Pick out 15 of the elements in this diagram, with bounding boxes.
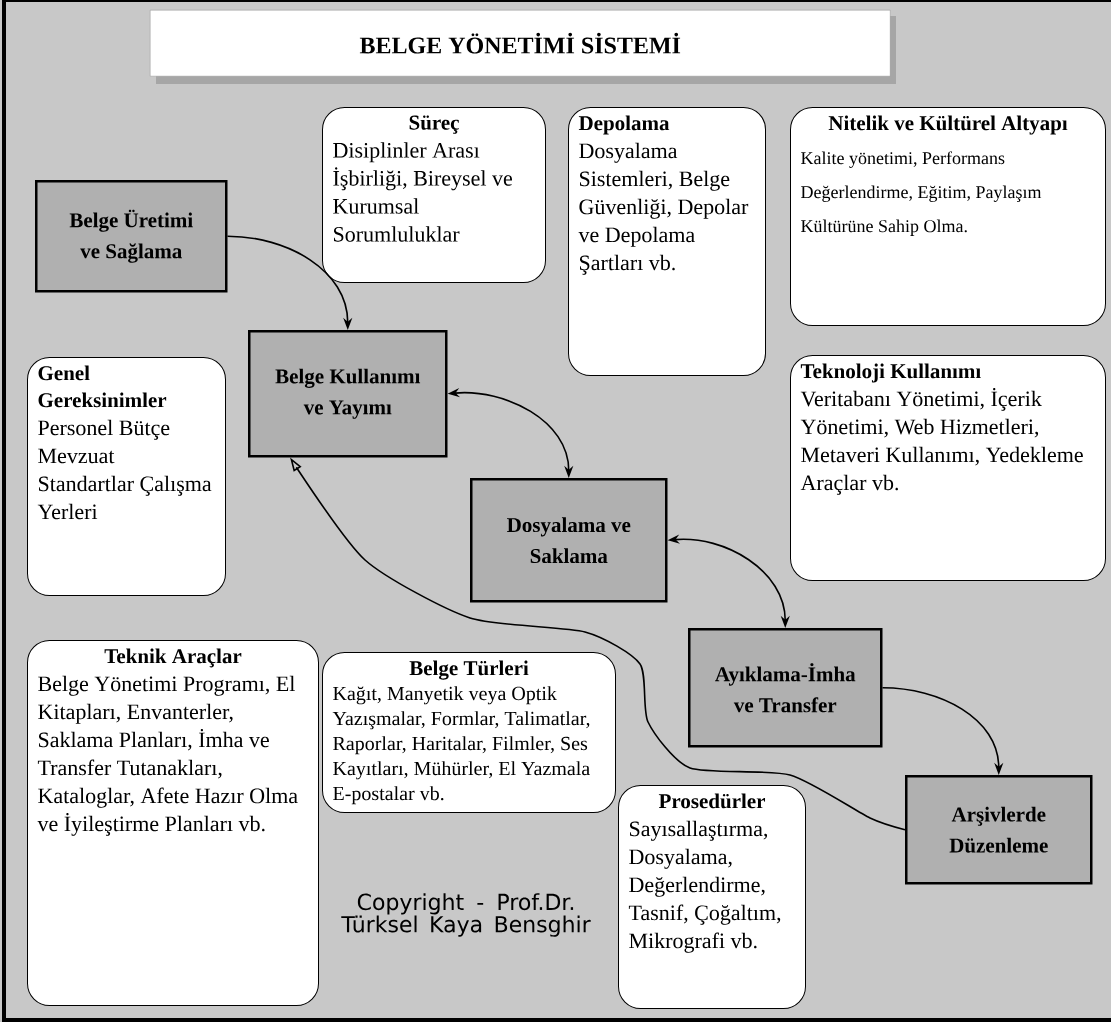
info-box: Prosedürler Sayısallaştırma, Dosyalama, Değerlendirme, Tasnif, Çoğaltım, Mikrografi vb. [618,785,806,1009]
process-box: Belge Kullanımı ve Yayımı [248,330,448,458]
info-box: Depolama Dosyalama Sistemleri, Belge Güvenliği, Depolar ve Depolama Şartları vb. [568,107,766,376]
process-box: Belge Üretimi ve Sağlama [35,180,228,293]
process-box: Ayıklama-İmha ve Transfer [688,628,883,748]
info-box: Belge Türleri Kağıt, Manyetik veya Optik Yazışmalar, Formlar, Talimatlar, Raporlar, Haritalar, Filmler, Ses Kayıtları, Mühürler, El Yazmala E-postalar vb. [322,652,616,813]
copyright-note: Copyright - Prof.Dr. Türksel Kaya Bensghir [341,893,591,937]
info-box: Teknik Araçlar Belge Yönetimi Programı, El Kitapları, Envanterler, Saklama Planları, İmha ve Transfer Tutanakları, Kataloglar, Afete Hazır Olma ve İyileştirme Planları vb. [27,640,319,1006]
title-box: BELGE YÖNETİMİ SİSTEMİ [150,10,896,84]
process-box: Arşivlerde Düzenleme [905,775,1093,885]
info-box: Genel Gereksinimler Personel Bütçe Mevzuat Standartlar Çalışma Yerleri [27,357,226,596]
info-box: Teknoloji Kullanımı Veritabanı Yönetimi, İçerik Yönetimi, Web Hizmetleri, Metaveri Kullanımı, Yedekleme Araçlar vb. [790,355,1106,581]
info-box: Süreç Disiplinler Arası İşbirliği, Bireysel ve Kurumsal Sorumluluklar [322,107,546,283]
info-box: Nitelik ve Kültürel Altyapı Kalite yönetimi, Performans Değerlendirme, Eğitim, Paylaşım Kültürüne Sahip Olma. [790,107,1106,326]
process-box: Dosyalama ve Saklama [470,478,668,603]
